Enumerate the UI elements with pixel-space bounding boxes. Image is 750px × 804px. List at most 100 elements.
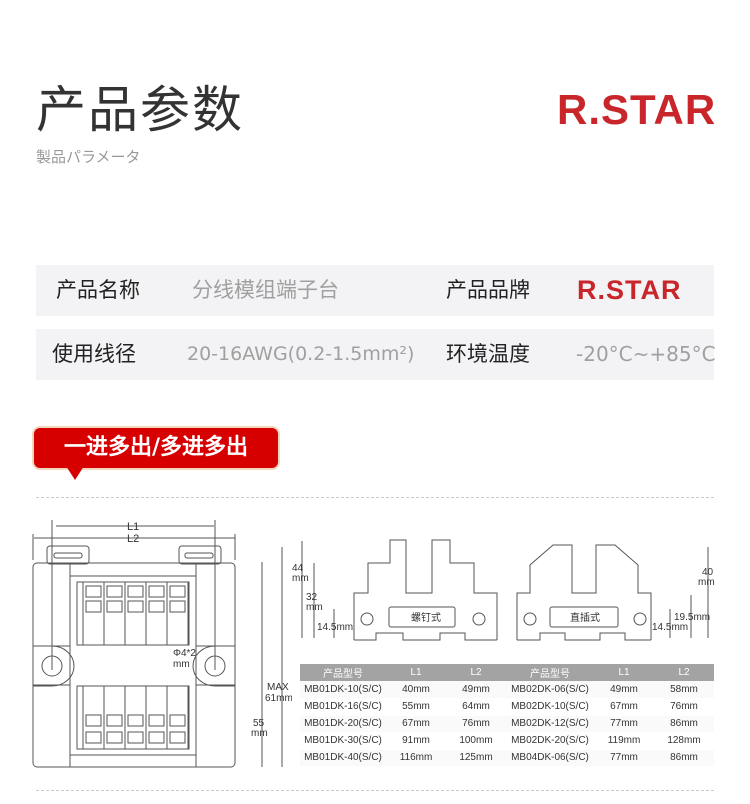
badge-pointer <box>66 466 84 480</box>
col-header: 产品型号 <box>506 664 594 681</box>
dim-l2: L2 <box>127 533 139 545</box>
terminal-slot <box>169 714 186 727</box>
dim-14-5: 14.5mm <box>317 622 353 633</box>
table-cell: 86mm <box>654 715 714 733</box>
spec-value: 20-16AWG(0.2-1.5mm²) <box>187 343 415 365</box>
spec-label: 产品品牌 <box>446 278 530 302</box>
terminal-slot <box>127 714 144 727</box>
table-cell: MB02DK-20(S/C) <box>506 732 594 750</box>
terminal-slot <box>127 731 144 744</box>
dim-14-5: 14.5mm <box>652 622 688 633</box>
terminal-slot <box>106 585 123 598</box>
table-cell: 40mm <box>386 681 446 699</box>
col-header: L2 <box>654 664 714 681</box>
table-cell: 77mm <box>594 749 654 767</box>
dim-44-unit: mm <box>292 573 309 584</box>
table-cell: 76mm <box>446 715 506 733</box>
table-cell: MB01DK-16(S/C) <box>300 698 386 716</box>
col-header: L1 <box>386 664 446 681</box>
dim-l1: L1 <box>127 521 139 533</box>
table-header: 产品型号 L1 L2 产品型号 L1 L2 <box>300 664 714 681</box>
table-cell: 77mm <box>594 715 654 733</box>
table-cell: 64mm <box>446 698 506 716</box>
table-cell: 128mm <box>654 732 714 750</box>
spec-row: 使用线径 20-16AWG(0.2-1.5mm²) 环境温度 -20°C~+85… <box>36 329 716 380</box>
dim-max-val: 61mm <box>265 693 292 704</box>
dim-32: 32 <box>306 592 318 603</box>
terminal-slot <box>85 731 102 744</box>
col-header: L1 <box>594 664 654 681</box>
spec-label: 环境温度 <box>446 342 530 366</box>
table-cell: MB02DK-10(S/C) <box>506 698 594 716</box>
terminal-slot <box>148 731 165 744</box>
screw-label: 螺钉式 <box>411 611 441 624</box>
dim-hole: Φ4*2 <box>173 648 196 659</box>
table-cell: MB02DK-06(S/C) <box>506 681 594 699</box>
table-cell: MB02DK-12(S/C) <box>506 715 594 733</box>
table-cell: 76mm <box>654 698 714 716</box>
col-header: 产品型号 <box>300 664 386 681</box>
spec-value: -20°C~+85°C <box>576 342 716 366</box>
table-cell: 116mm <box>386 749 446 767</box>
table-cell: MB01DK-30(S/C) <box>300 732 386 750</box>
plug-label: 直插式 <box>570 611 600 624</box>
col-header: L2 <box>446 664 506 681</box>
terminal-slot <box>127 585 144 598</box>
terminal-slot <box>169 731 186 744</box>
model-table: 产品型号 L1 L2 产品型号 L1 L2 MB01DK-10(S/C)40mm… <box>300 664 714 767</box>
dim-40: 40 <box>702 567 714 578</box>
table-cell: 58mm <box>654 681 714 699</box>
feature-badge: 一进多出/多进多出 <box>34 428 278 468</box>
table-cell: 100mm <box>446 732 506 750</box>
table-cell: 119mm <box>594 732 654 750</box>
top-view-drawing: L1 L2 Φ4*2 mm MAX 61mm 55 mm <box>32 520 292 768</box>
dim-hole-unit: mm <box>173 659 190 670</box>
spec-label: 使用线径 <box>52 342 136 366</box>
dim-19-5: 19.5mm <box>674 612 710 623</box>
table-cell: 49mm <box>594 681 654 699</box>
table-cell: MB01DK-40(S/C) <box>300 749 386 767</box>
dim-40-unit: mm <box>698 577 715 588</box>
terminal-slot <box>169 600 186 613</box>
brand-logo: R.STAR <box>557 86 717 133</box>
spec-label: 产品名称 <box>56 278 140 302</box>
spec-row: 产品名称 分线模组端子台 产品品牌 R.STAR <box>36 265 714 316</box>
table-cell: MB01DK-20(S/C) <box>300 715 386 733</box>
side-view-drawings: 螺钉式 44 mm 32 mm 14.5mm 直插式 40 mm 19.5mm … <box>292 539 715 641</box>
terminal-module <box>166 581 189 646</box>
page-subtitle: 製品パラメータ <box>36 148 141 166</box>
table-cell: 125mm <box>446 749 506 767</box>
table-cell: 67mm <box>594 698 654 716</box>
table-cell: 49mm <box>446 681 506 699</box>
terminal-slot <box>106 714 123 727</box>
dim-max: MAX <box>267 682 289 693</box>
terminal-slot <box>148 600 165 613</box>
terminal-slot <box>127 600 144 613</box>
divider <box>36 790 714 791</box>
dim-55-unit: mm <box>251 728 268 739</box>
terminal-slot <box>106 600 123 613</box>
terminal-slot <box>169 585 186 598</box>
terminal-slot <box>85 585 102 598</box>
brand-logo-small: R.STAR <box>577 275 682 305</box>
table-cell: 67mm <box>386 715 446 733</box>
terminal-slot <box>148 714 165 727</box>
page-title: 产品参数 <box>36 81 244 139</box>
divider <box>36 497 714 498</box>
table-cell: MB01DK-10(S/C) <box>300 681 386 699</box>
spec-value: 分线模组端子台 <box>192 278 339 302</box>
table-cell: 55mm <box>386 698 446 716</box>
table-cell: 91mm <box>386 732 446 750</box>
dim-32-unit: mm <box>306 602 323 613</box>
dim-55: 55 <box>253 718 265 729</box>
dim-44: 44 <box>292 563 304 574</box>
terminal-slot <box>148 585 165 598</box>
terminal-slot <box>106 731 123 744</box>
table-cell: MB04DK-06(S/C) <box>506 749 594 767</box>
terminal-slot <box>85 714 102 727</box>
table-cell: 86mm <box>654 749 714 767</box>
